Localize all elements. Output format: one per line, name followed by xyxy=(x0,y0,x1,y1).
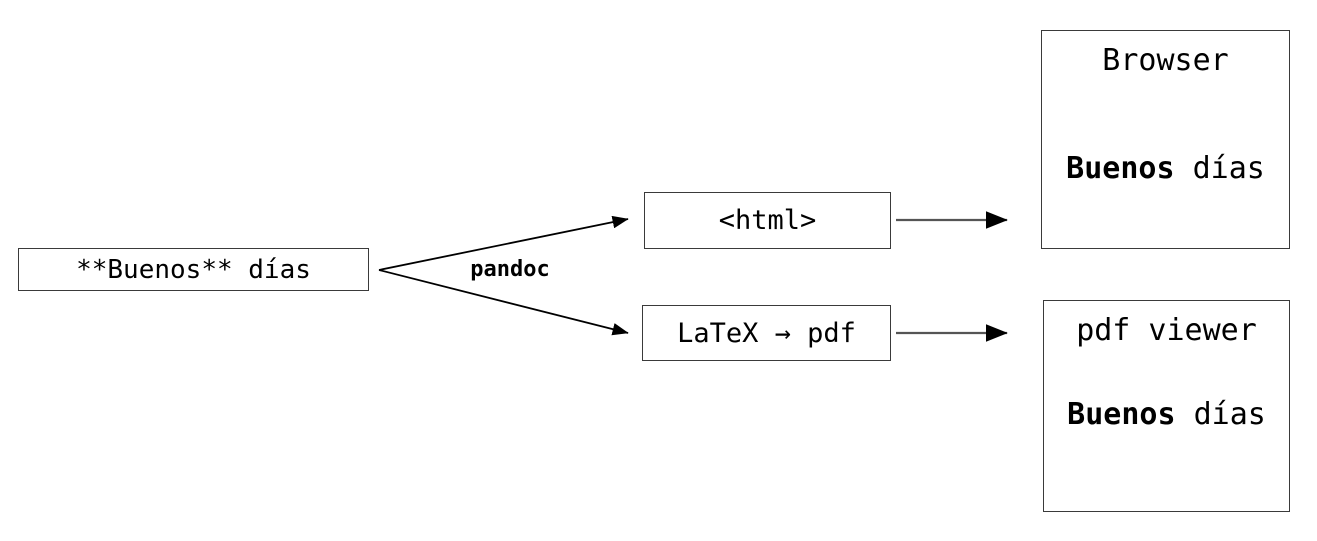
browser-bold-word: Buenos xyxy=(1066,151,1175,186)
browser-window-title: Browser xyxy=(1102,43,1229,78)
node-html-output[interactable]: <html> xyxy=(644,192,891,249)
node-latex-pdf-output[interactable]: LaTeX → pdf xyxy=(642,305,891,361)
browser-plain-word: días xyxy=(1174,151,1265,186)
node-pdf-viewer-window[interactable]: pdf viewer Buenos días xyxy=(1043,300,1290,512)
node-source-markdown-label: **Buenos** días xyxy=(76,254,311,285)
node-latex-pdf-output-label: LaTeX → pdf xyxy=(677,317,856,349)
node-browser-window[interactable]: Browser Buenos días xyxy=(1041,30,1290,249)
pdf-viewer-window-title: pdf viewer xyxy=(1076,313,1257,348)
pdf-viewer-plain-word: días xyxy=(1175,397,1266,432)
node-html-output-label: <html> xyxy=(718,205,817,236)
pdf-viewer-bold-word: Buenos xyxy=(1067,397,1176,432)
pdf-viewer-rendered-text: Buenos días xyxy=(1044,397,1289,432)
node-source-markdown[interactable]: **Buenos** días xyxy=(18,248,369,291)
edge-label-pandoc: pandoc xyxy=(470,257,550,282)
browser-window-rendered-text: Buenos días xyxy=(1042,151,1289,186)
